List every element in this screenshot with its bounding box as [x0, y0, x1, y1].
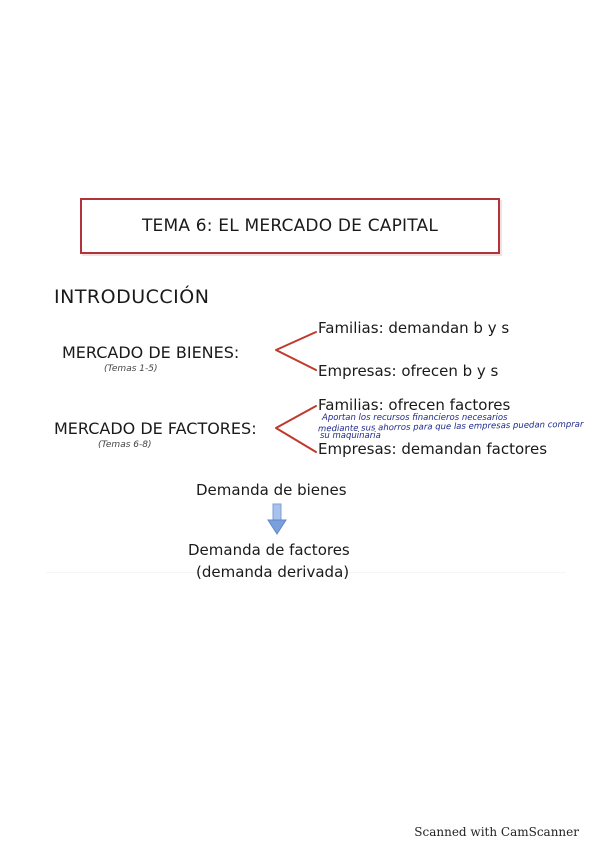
- bienes-line-1: Familias: demandan b y s: [318, 319, 510, 337]
- bienes-line-2: Empresas: ofrecen b y s: [318, 362, 499, 380]
- factores-bracket-icon: [275, 405, 317, 453]
- factores-line-2: Empresas: demandan factores: [318, 440, 548, 458]
- handwritten-note-1: Aportan los recursos financieros necesar…: [322, 413, 508, 423]
- factores-note: (Temas 6-8): [98, 440, 152, 450]
- factores-line-1: Familias: ofrecen factores: [318, 396, 511, 414]
- bienes-note: (Temas 1-5): [104, 364, 158, 374]
- factores-label: MERCADO DE FACTORES:: [54, 419, 257, 438]
- scanner-footer: Scanned with CamScanner: [414, 825, 579, 839]
- down-arrow-icon: [267, 503, 287, 535]
- bienes-bracket-icon: [275, 331, 317, 371]
- flow-bottom-1: Demanda de factores: [188, 541, 350, 559]
- title-box: TEMA 6: EL MERCADO DE CAPITAL: [80, 198, 500, 254]
- intro-heading: INTRODUCCIÓN: [54, 286, 210, 308]
- page-title: TEMA 6: EL MERCADO DE CAPITAL: [141, 216, 439, 236]
- flow-bottom-2: (demanda derivada): [196, 563, 350, 581]
- bienes-label: MERCADO DE BIENES:: [62, 343, 240, 362]
- flow-top: Demanda de bienes: [196, 481, 347, 499]
- scan-artifact: [46, 572, 566, 573]
- handwritten-note-3: su maquinaria: [320, 431, 381, 441]
